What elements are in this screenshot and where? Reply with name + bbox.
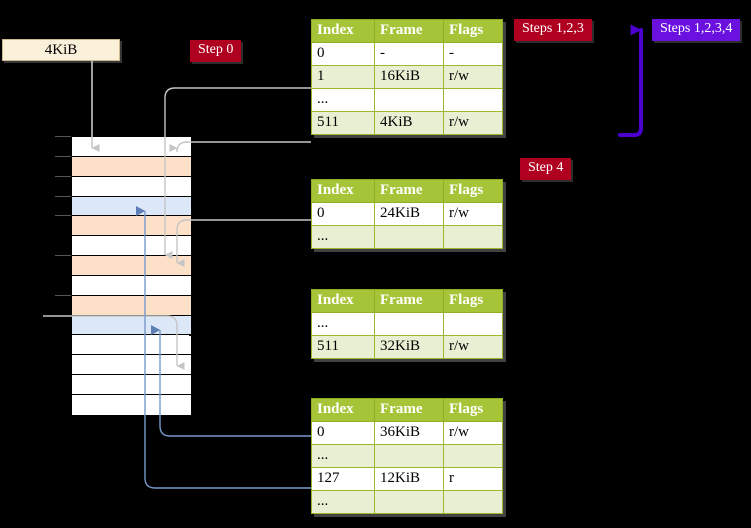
entry-frame [374, 490, 444, 514]
entry-flags: r/w [443, 335, 503, 359]
entry-flags: - [443, 42, 503, 66]
entry-index: 127 [311, 467, 375, 491]
entry-index: 1 [311, 65, 375, 89]
column-header-index: Index [311, 289, 375, 313]
entry-frame: 4KiB [374, 111, 444, 135]
physical-memory-column [71, 136, 191, 415]
memory-tick [55, 294, 71, 296]
column-header-flags: Flags [443, 179, 503, 203]
column-header-frame: Frame [374, 179, 444, 203]
entry-index: ... [311, 444, 375, 468]
memory-frame-row [72, 275, 191, 296]
memory-frame-row [72, 156, 191, 177]
entry-frame: 24KiB [374, 202, 444, 226]
badge-steps-123: Steps 1,2,3 [514, 19, 592, 41]
memory-tick [55, 175, 71, 177]
badge-step-0: Step 0 [190, 40, 242, 62]
memory-frame-row [72, 196, 191, 217]
badge-steps-1234-label: Steps 1,2,3,4 [660, 21, 733, 36]
entry-index: 511 [311, 335, 375, 359]
connector-pml4-row511 [169, 141, 311, 153]
entry-frame [374, 444, 444, 468]
column-header-frame: Frame [374, 289, 444, 313]
entry-frame: 16KiB [374, 65, 444, 89]
table-row: ... [311, 312, 503, 336]
memory-frame-row [72, 236, 191, 257]
memory-tick [55, 255, 71, 257]
entry-flags: r [443, 467, 503, 491]
column-header-frame: Frame [374, 19, 444, 43]
memory-frame-row [72, 137, 191, 157]
entry-index: ... [311, 312, 375, 336]
entry-index: ... [311, 490, 375, 514]
entry-flags [443, 312, 503, 336]
entry-frame [374, 225, 444, 249]
connector-pdp-row0 [176, 219, 311, 267]
entry-flags [443, 88, 503, 112]
entry-index: ... [311, 225, 375, 249]
memory-tick [55, 155, 71, 157]
entry-flags: r/w [443, 111, 503, 135]
memory-frame-row [72, 395, 191, 415]
entry-frame: 36KiB [374, 421, 444, 445]
entry-frame: 12KiB [374, 467, 444, 491]
entry-index: 0 [311, 42, 375, 66]
memory-frame-row [72, 335, 191, 356]
entry-frame: 32KiB [374, 335, 444, 359]
memory-tick [55, 215, 71, 217]
memory-frame-row [72, 295, 191, 316]
memory-tick [55, 195, 71, 197]
column-header-frame: Frame [374, 398, 444, 422]
table-row: ... [311, 88, 503, 112]
entry-flags [443, 444, 503, 468]
badge-step-4: Step 4 [520, 158, 572, 180]
column-header-flags: Flags [443, 398, 503, 422]
entry-flags: r/w [443, 421, 503, 445]
memory-frame-row [72, 256, 191, 276]
entry-flags: r/w [443, 65, 503, 89]
badge-steps-1234: Steps 1,2,3,4 [652, 19, 741, 41]
memory-frame-row [72, 216, 191, 237]
memory-frame-row [72, 355, 191, 376]
column-header-flags: Flags [443, 19, 503, 43]
entry-frame [374, 312, 444, 336]
entry-frame: - [374, 42, 444, 66]
entry-index: 0 [311, 421, 375, 445]
entry-frame [374, 88, 444, 112]
entry-flags [443, 225, 503, 249]
table-row: ... [311, 444, 503, 468]
table-row: 0-- [311, 42, 503, 66]
column-header-index: Index [311, 179, 375, 203]
memory-tick [55, 136, 71, 137]
column-header-index: Index [311, 398, 375, 422]
frame-4kib-box: 4KiB [2, 39, 120, 61]
table-row: ... [311, 490, 503, 514]
memory-frame-row [72, 176, 191, 197]
entry-index: 0 [311, 202, 375, 226]
column-header-index: Index [311, 19, 375, 43]
badge-step-0-label: Step 0 [198, 42, 234, 57]
entry-index: ... [311, 88, 375, 112]
table-row: ... [311, 225, 503, 249]
entry-flags: r/w [443, 202, 503, 226]
steps-bracket-arrow [618, 24, 643, 137]
entry-index: 511 [311, 111, 375, 135]
frame-4kib-label: 4KiB [44, 41, 78, 58]
memory-frame-row [72, 315, 191, 336]
entry-flags [443, 490, 503, 514]
badge-step-4-label: Step 4 [528, 160, 564, 175]
memory-frame-row [72, 375, 191, 396]
column-header-flags: Flags [443, 289, 503, 313]
badge-steps-123-label: Steps 1,2,3 [522, 21, 584, 36]
